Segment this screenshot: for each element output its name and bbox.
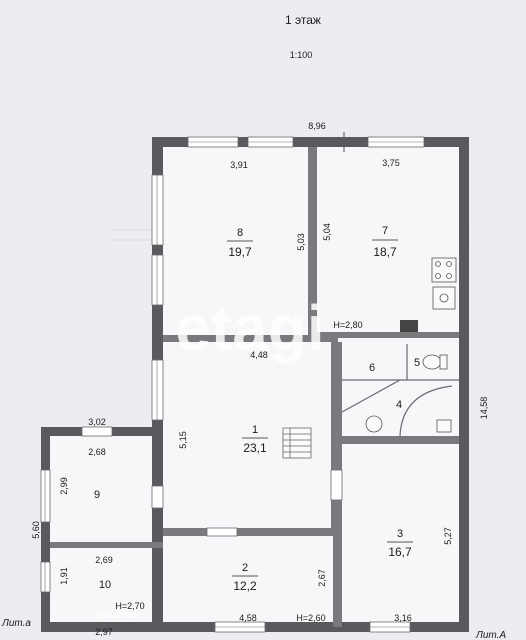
room-number: 1 xyxy=(252,424,258,436)
dim-total-depth: 14,58 xyxy=(479,397,489,420)
dim-annex-width: 2,97 xyxy=(95,627,113,637)
kitchen-sink xyxy=(432,286,456,310)
room-number: 2 xyxy=(242,562,248,574)
room-3: 3 16,7 xyxy=(387,528,413,559)
room-number: 3 xyxy=(397,528,403,540)
interior-walls xyxy=(50,147,459,627)
dim-room9-width: 2,68 xyxy=(88,447,106,457)
dim-room1-depth: 5,15 xyxy=(178,431,188,449)
toilet xyxy=(422,354,448,370)
dim-room3-depth: 5,27 xyxy=(443,527,453,545)
room-number: 7 xyxy=(382,225,388,237)
stove xyxy=(431,257,457,283)
dim-room8-depth: 5,03 xyxy=(296,233,306,251)
dim-room1-width: 4,48 xyxy=(250,350,268,360)
top-door xyxy=(334,132,354,152)
room-area: 19,7 xyxy=(228,245,252,259)
dim-room7-width: 3,75 xyxy=(382,158,400,168)
bathroom-partitions xyxy=(341,344,459,437)
dim-ceiling-h1: H=2,80 xyxy=(333,320,362,330)
room-9-number: 9 xyxy=(94,489,100,501)
washbasin xyxy=(365,415,452,433)
room-area: 18,7 xyxy=(373,245,397,259)
room-5-number: 5 xyxy=(414,357,420,369)
room-6-number: 6 xyxy=(369,362,375,374)
stairs xyxy=(282,427,312,459)
room-number: 8 xyxy=(237,227,243,239)
room-2: 2 12,2 xyxy=(232,562,258,593)
dim-room3-width: 3,16 xyxy=(394,613,412,623)
label-lit-a-small: Лит.а xyxy=(1,618,31,629)
dim-room7-depth: 5,04 xyxy=(322,223,332,241)
chimney xyxy=(400,320,418,332)
dim-room8-width: 3,91 xyxy=(230,160,248,170)
dim-ceiling-h2: H=2,70 xyxy=(115,601,144,611)
dim-room10-width: 2,69 xyxy=(95,555,113,565)
watermark-site: Домклик xyxy=(95,609,139,621)
room-area: 23,1 xyxy=(243,441,267,455)
dim-room9-outer: 3,02 xyxy=(88,417,106,427)
room-7: 7 18,7 xyxy=(372,225,398,259)
room-area: 12,2 xyxy=(233,579,257,593)
room-8: 8 19,7 xyxy=(227,227,253,259)
label-lit-a: Лит.А xyxy=(475,630,506,640)
dim-room2-width: 4,58 xyxy=(239,613,257,623)
room-area: 16,7 xyxy=(388,545,412,559)
dim-total-width: 8,96 xyxy=(308,121,326,131)
dim-room9-depth: 2,99 xyxy=(59,477,69,495)
watermark-brand: etagi xyxy=(175,292,324,364)
scale-label: 1:100 xyxy=(290,50,313,60)
window-glazing-lines xyxy=(44,141,424,628)
room-4-number: 4 xyxy=(396,399,402,411)
dim-room2-depth: 2,67 xyxy=(317,569,327,587)
dim-annex-depth: 5,60 xyxy=(31,521,41,539)
room-10-number: 10 xyxy=(99,579,111,591)
room-1: 1 23,1 xyxy=(242,424,268,455)
dim-ceiling-h3: H=2,60 xyxy=(296,613,325,623)
dim-room10-depth: 1,91 xyxy=(59,567,69,585)
floor-title: 1 этаж xyxy=(285,13,321,27)
